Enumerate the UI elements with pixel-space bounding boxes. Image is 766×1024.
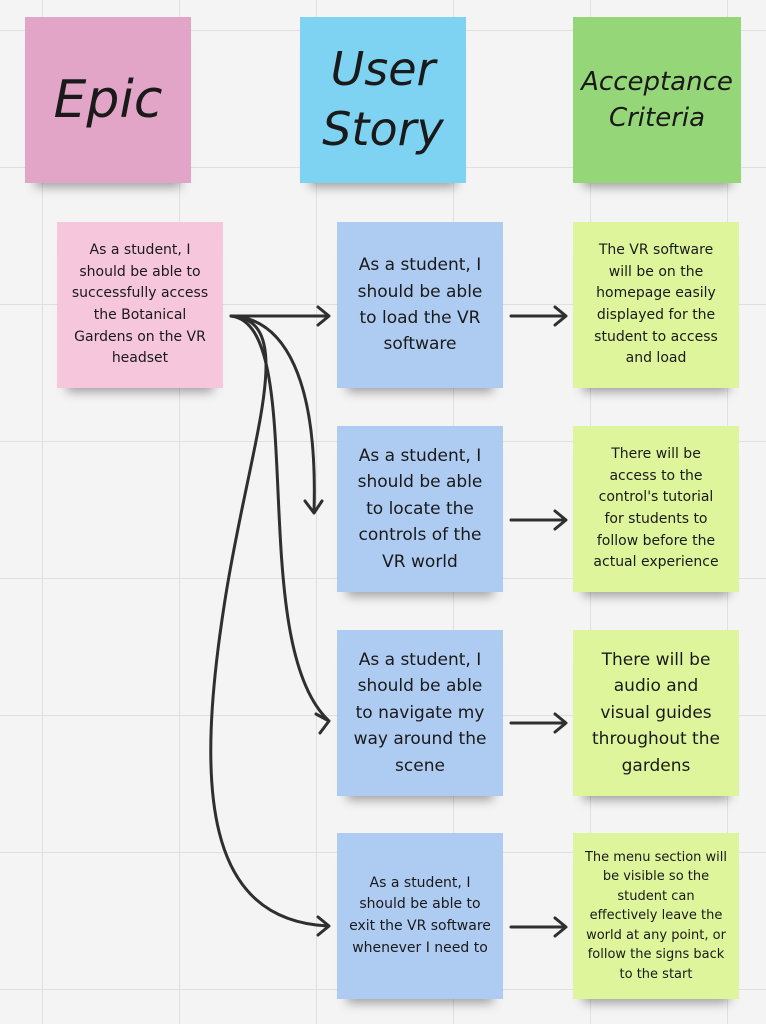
acceptance-criteria-note[interactable]: The VR software will be on the homepage … (573, 222, 739, 388)
epic-note-text: As a student, I should be able to succes… (71, 241, 209, 367)
arrowhead (303, 499, 324, 515)
user-story-note[interactable]: As a student, I should be able to naviga… (337, 630, 503, 796)
user-story-text: As a student, I should be able to naviga… (353, 650, 487, 776)
arrowhead (553, 509, 568, 531)
user-story-note[interactable]: As a student, I should be able to load t… (337, 222, 503, 388)
epic-to-story-2-arrow[interactable] (229, 314, 316, 514)
arrowhead (553, 712, 568, 734)
epic-to-story-4-arrow[interactable] (209, 314, 330, 928)
acceptance-criteria-text: The VR software will be on the homepage … (594, 241, 718, 367)
acceptance-header-note[interactable]: Acceptance Criteria (573, 17, 741, 183)
user-story-header-note[interactable]: User Story (300, 17, 466, 183)
epic-note[interactable]: As a student, I should be able to succes… (57, 222, 223, 388)
epic-to-story-3-arrow[interactable] (229, 314, 330, 722)
arrowhead (553, 916, 568, 938)
acceptance-criteria-text: The menu section will be visible so the … (584, 849, 727, 982)
arrowhead (314, 712, 331, 735)
epic-header-label: Epic (53, 69, 163, 130)
acceptance-criteria-text: There will be audio and visual guides th… (592, 650, 720, 776)
arrowhead (316, 915, 331, 937)
acceptance-criteria-text: There will be access to the control's tu… (593, 445, 719, 571)
acceptance-criteria-note[interactable]: There will be audio and visual guides th… (573, 630, 739, 796)
user-story-text: As a student, I should be able to locate… (357, 446, 483, 572)
user-story-header-label: User Story (322, 42, 444, 156)
acceptance-criteria-note[interactable]: There will be access to the control's tu… (573, 426, 739, 592)
user-story-text: As a student, I should be able to exit t… (349, 874, 491, 956)
epic-header-note[interactable]: Epic (25, 17, 191, 183)
arrowhead (553, 305, 568, 327)
user-story-text: As a student, I should be able to load t… (357, 255, 483, 355)
user-story-note[interactable]: As a student, I should be able to exit t… (337, 833, 503, 999)
user-story-note[interactable]: As a student, I should be able to locate… (337, 426, 503, 592)
arrowhead (316, 305, 331, 327)
acceptance-header-label: Acceptance Criteria (581, 66, 733, 133)
acceptance-criteria-note[interactable]: The menu section will be visible so the … (573, 833, 739, 999)
